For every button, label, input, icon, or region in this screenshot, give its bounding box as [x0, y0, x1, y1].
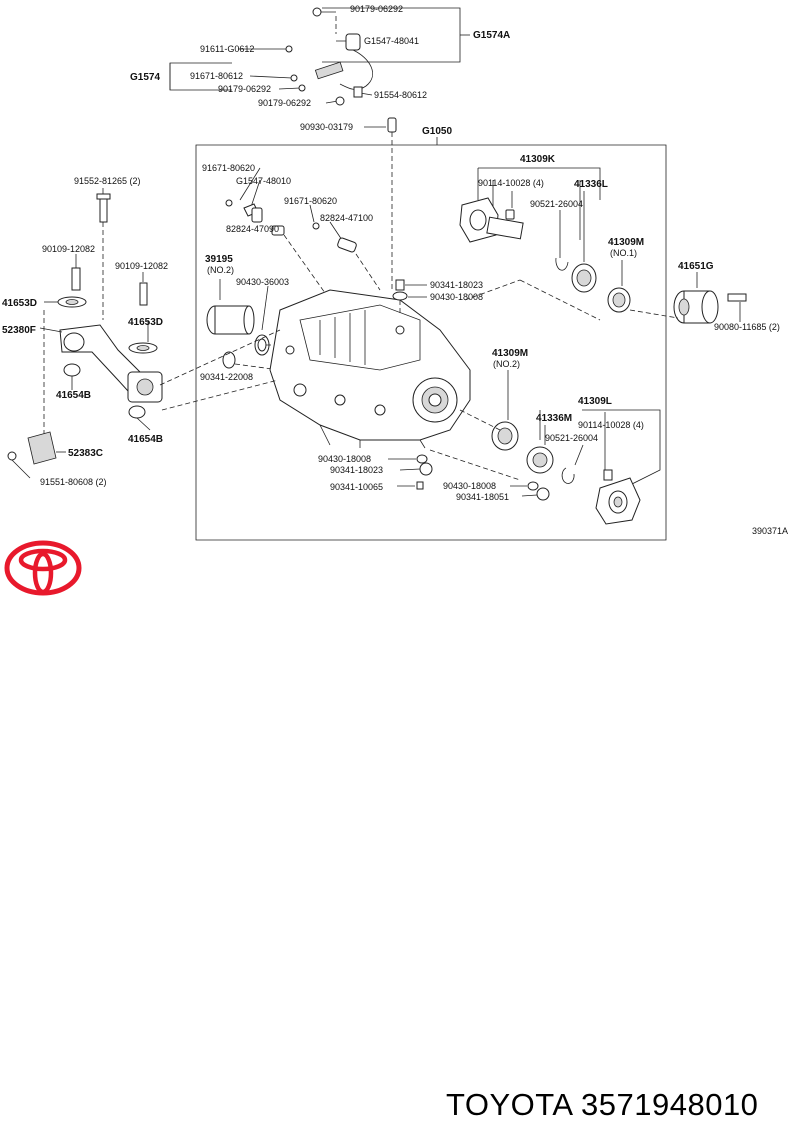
- part-label: 41309K: [520, 154, 556, 165]
- part-label: 91551-80608 (2): [40, 477, 107, 487]
- part-label: 41651G: [678, 261, 714, 272]
- part-label: 41653D: [128, 317, 163, 328]
- brand-name: TOYOTA: [446, 1087, 572, 1122]
- part-label: 90179-06292: [350, 4, 403, 14]
- mount-41651g: [629, 272, 747, 324]
- left-mount-assembly: [7, 188, 281, 479]
- part-label: 90521-26004: [545, 433, 598, 443]
- part-label: 90341-22008: [200, 372, 253, 382]
- part-label: 41654B: [128, 434, 163, 445]
- subgroup-brackets: [477, 167, 661, 491]
- part-label: 90341-10065: [330, 482, 383, 492]
- part-label: 41654B: [56, 390, 91, 401]
- part-label: 91671-80620: [284, 196, 337, 206]
- group-label: G1574: [130, 72, 160, 83]
- part-label: 91671-80612: [190, 71, 243, 81]
- part-label: 90521-26004: [530, 199, 583, 209]
- part-label: 90179-06292: [218, 84, 271, 94]
- transfer-case-body: [269, 289, 471, 449]
- part-label: 41309L: [578, 396, 612, 407]
- part-label: 41653D: [2, 298, 37, 309]
- part-label: 90341-18051: [456, 492, 509, 502]
- part-label: 41309M: [492, 348, 528, 359]
- parts-diagram: 90179-06292 G1547-48041 G1574A 91611-G06…: [2, 4, 780, 541]
- part-label: 90430-36003: [236, 277, 289, 287]
- part-label: 90930-03179: [300, 122, 353, 132]
- part-label: 90341-18023: [330, 465, 383, 475]
- sensor-harness-group: [169, 7, 470, 106]
- shaft-39195: [206, 279, 300, 371]
- part-label: 82824-47090: [226, 224, 279, 234]
- part-number: 3571948010: [581, 1087, 759, 1122]
- part-label: 52380F: [2, 325, 36, 336]
- part-label: (NO.2): [207, 265, 234, 275]
- part-label: 52383C: [68, 448, 103, 459]
- part-label: 91611-G0612: [200, 44, 254, 54]
- part-label: 90430-18008: [443, 481, 496, 491]
- callout-labels: 90179-06292 G1547-48041 G1574A 91611-G06…: [2, 4, 780, 502]
- part-label: 41336L: [574, 179, 608, 190]
- part-label: G1547-48010: [236, 176, 291, 186]
- flange-41309k: [459, 180, 631, 321]
- flange-41309l: [459, 370, 641, 525]
- group-label: G1050: [422, 126, 452, 137]
- part-label: 90114-10028 (4): [478, 178, 544, 188]
- drain-plug-parts: [392, 279, 427, 316]
- part-label: 90109-12082: [42, 244, 95, 254]
- part-label: 90430-18008: [430, 292, 483, 302]
- part-label: 90341-18023: [430, 280, 483, 290]
- part-label: G1547-48041: [364, 36, 419, 46]
- diagram-reference-code: 390371A: [752, 526, 789, 536]
- part-label: 91671-80620: [202, 163, 255, 173]
- group-label: G1574A: [473, 30, 510, 41]
- part-label: 90430-18008: [318, 454, 371, 464]
- part-label: 82824-47100: [320, 213, 373, 223]
- footer: TOYOTA 3571948010: [0, 540, 800, 1122]
- part-label: 91552-81265 (2): [74, 176, 141, 186]
- part-label: (NO.1): [610, 248, 637, 258]
- part-label: 91554-80612: [374, 90, 427, 100]
- internal-sensor-parts: [225, 167, 381, 301]
- part-label: 90080-11685 (2): [714, 322, 780, 332]
- part-label: 41309M: [608, 237, 644, 248]
- main-assembly-frame: [195, 137, 667, 541]
- part-label: 41336M: [536, 413, 572, 424]
- toyota-logo-icon: [4, 540, 82, 596]
- lower-plugs: [388, 449, 550, 501]
- part-label: 90179-06292: [258, 98, 311, 108]
- part-label: 39195: [205, 254, 233, 265]
- breather-plug: [364, 117, 397, 290]
- part-label: 90114-10028 (4): [578, 420, 644, 430]
- part-label: (NO.2): [493, 359, 520, 369]
- part-label: 90109-12082: [115, 261, 168, 271]
- brand-and-part-number: TOYOTA 3571948010: [446, 1087, 758, 1123]
